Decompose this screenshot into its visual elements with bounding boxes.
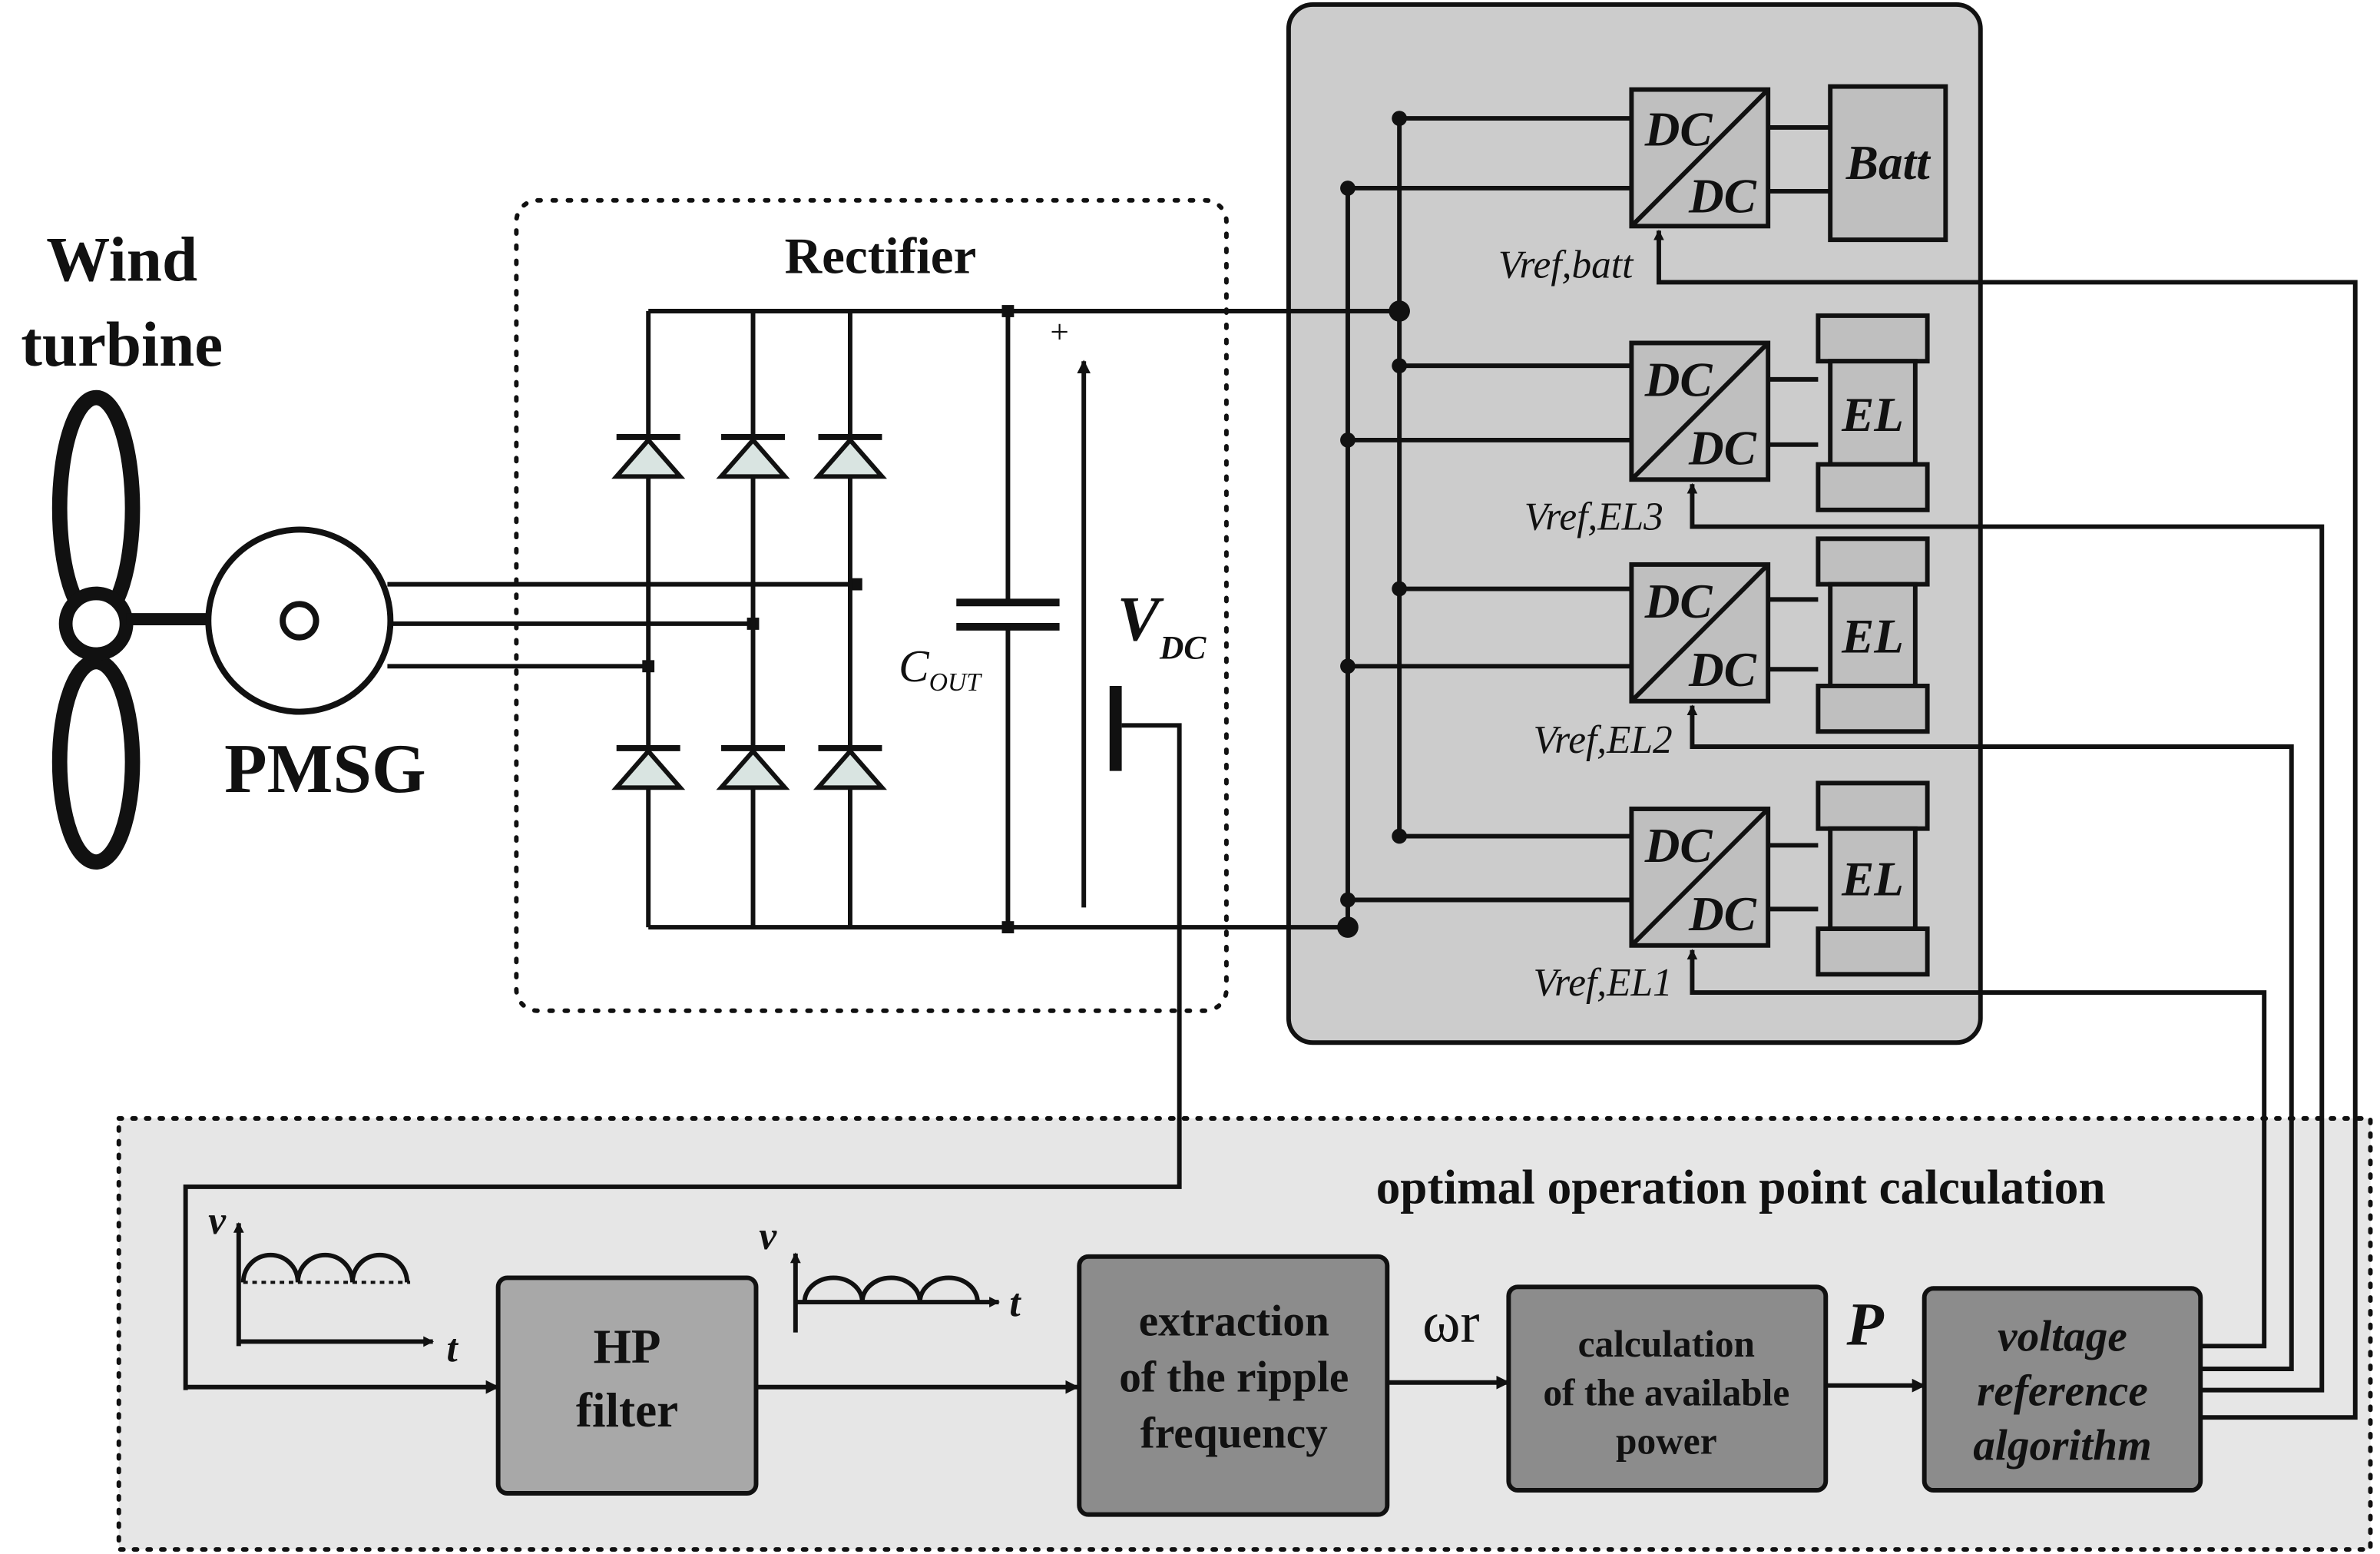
svg-text:EL: EL (1841, 610, 1904, 664)
el1-connection (1768, 843, 1819, 912)
svg-text:DC: DC (1644, 575, 1713, 628)
waveform-raw-icon (233, 1221, 435, 1347)
vref-batt-label: Vref,batt (1498, 244, 1634, 287)
waveform-raw-v-label: v (208, 1199, 227, 1243)
svg-text:DC: DC (1688, 887, 1757, 941)
dc-bus-junctions (1337, 111, 1410, 938)
svg-text:extraction: extraction (1139, 1297, 1329, 1346)
diode-top-3 (813, 434, 887, 479)
svg-text:reference: reference (1977, 1367, 2148, 1415)
dcdc-converter-el1: DC DC (1629, 807, 1771, 948)
svg-text:DC: DC (1644, 103, 1713, 157)
battery-block: Batt (1828, 84, 1948, 243)
voltage-sensor-icon (183, 685, 1182, 1390)
svg-text:power: power (1616, 1420, 1717, 1463)
dc-bus-wiring (1345, 116, 1632, 928)
hp-filter-block: HP filter (495, 1275, 759, 1496)
rectifier-bridge (646, 309, 1400, 930)
vref-el2-label: Vref,EL2 (1534, 718, 1673, 762)
dcdc-converter-batt: DC DC (1629, 87, 1771, 229)
plus-sign: + (1050, 313, 1069, 350)
vref-el3-label: Vref,EL3 (1524, 495, 1663, 538)
diode-bottom-1 (611, 745, 686, 790)
svg-text:DC: DC (1644, 819, 1713, 873)
dcdc-converter-el2: DC DC (1629, 562, 1771, 704)
svg-text:DC: DC (1688, 643, 1757, 697)
svg-text:filter: filter (576, 1383, 678, 1437)
power-p-label: P (1845, 1291, 1884, 1358)
electrolyzer-1: EL (1816, 780, 1930, 977)
diode-bottom-2 (716, 745, 790, 790)
wind-turbine-label-2: turbine (21, 309, 223, 379)
svg-text:Batt: Batt (1845, 136, 1931, 190)
svg-text:algorithm: algorithm (1973, 1422, 2151, 1470)
ripple-extraction-block: extraction of the ripple frequency (1077, 1254, 1390, 1517)
svg-text:HP: HP (594, 1320, 661, 1373)
cout-label: COUT (899, 641, 982, 697)
el2-connection (1768, 597, 1819, 672)
vdc-label: VDC (1117, 584, 1207, 667)
vref-el1-label: Vref,EL1 (1534, 961, 1673, 1005)
capacitor-junctions (1001, 305, 1015, 933)
svg-text:calculation: calculation (1578, 1323, 1755, 1365)
rectifier-dotted-box (514, 197, 1229, 1013)
svg-text:EL: EL (1841, 853, 1904, 906)
dc-bus-panel (1286, 2, 1983, 1045)
svg-text:DC: DC (1644, 353, 1713, 407)
svg-text:DC: DC (1688, 422, 1757, 475)
optimal-operation-title: optimal operation point calculation (1376, 1161, 2106, 1214)
voltage-reference-algorithm-block: voltage reference algorithm (1922, 1286, 2203, 1493)
diode-top-2 (716, 434, 790, 479)
waveform-filtered-icon (789, 1252, 1000, 1333)
waveform-filtered-v-label: v (759, 1214, 777, 1258)
three-phase-lines (387, 582, 856, 669)
dcdc-converter-el3: DC DC (1629, 340, 1771, 482)
svg-text:frequency: frequency (1140, 1410, 1328, 1458)
el3-connection (1768, 376, 1819, 447)
electrolyzer-3: EL (1816, 313, 1930, 512)
available-power-calc-block: calculation of the available power (1506, 1284, 1829, 1493)
svg-text:voltage: voltage (1998, 1312, 2127, 1360)
batt-connection (1768, 124, 1831, 194)
electrolyzer-2: EL (1816, 536, 1930, 734)
waveform-filtered-t-label: t (1009, 1281, 1021, 1325)
svg-text:DC: DC (1688, 170, 1757, 224)
wind-turbine-label: Wind (46, 224, 197, 294)
svg-text:of the available: of the available (1543, 1371, 1789, 1413)
omega-r-label: ωr (1422, 1291, 1479, 1354)
pmsg-generator-icon (205, 526, 394, 715)
pmsg-label: PMSG (224, 730, 425, 807)
svg-text:EL: EL (1841, 388, 1904, 442)
svg-text:of the ripple: of the ripple (1119, 1354, 1349, 1402)
rectifier-label: Rectifier (785, 227, 977, 285)
vref-feedback-lines (1653, 229, 2358, 1420)
waveform-raw-t-label: t (446, 1327, 458, 1370)
output-capacitor (956, 310, 1060, 928)
diode-bottom-3 (813, 745, 887, 790)
diode-top-1 (611, 434, 686, 479)
